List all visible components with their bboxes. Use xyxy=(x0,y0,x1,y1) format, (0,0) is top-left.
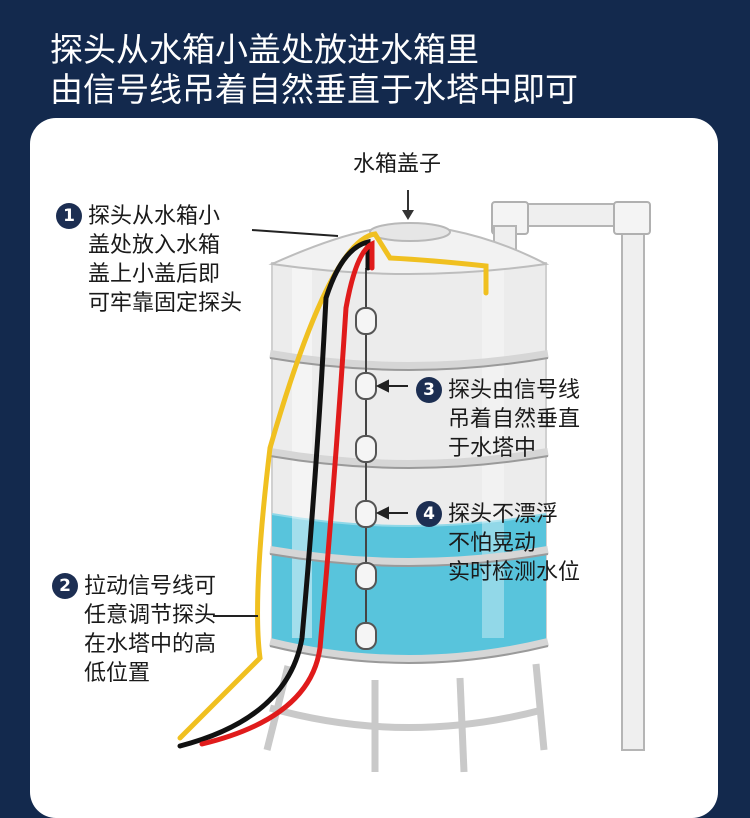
callout-badge-4: 4 xyxy=(416,501,442,527)
callout-2-line-1: 拉动信号线可 xyxy=(84,574,217,599)
water-tower-illustration xyxy=(177,190,651,773)
callout-1-line-2: 盖处放入水箱 xyxy=(88,233,221,258)
callout-1-line-3: 盖上小盖后即 xyxy=(88,262,221,287)
callout-4-line-2: 不怕晃动 xyxy=(448,531,537,556)
callout-1-line-4: 可牢靠固定探头 xyxy=(88,291,243,316)
callout-4-line-1: 探头不漂浮 xyxy=(448,502,559,527)
header-title: 探头从水箱小盖处放进水箱里 由信号线吊着自然垂直于水塔中即可 xyxy=(50,30,578,110)
tank-lid xyxy=(369,222,451,242)
callout-2-line-4: 低位置 xyxy=(84,661,151,686)
yellow-wire xyxy=(177,231,489,741)
black-wire xyxy=(177,238,371,749)
lid-pointer-arrow xyxy=(402,190,414,220)
callout-3-line-2: 吊着自然垂直 xyxy=(448,407,581,432)
callout-3-line-1: 探头由信号线 xyxy=(448,378,581,403)
callout-badge-2: 2 xyxy=(52,573,78,599)
signal-wires xyxy=(177,231,489,749)
lid-label: 水箱盖子 xyxy=(353,152,442,177)
red-wire xyxy=(199,239,375,747)
callout-4-line-3: 实时检测水位 xyxy=(448,560,581,585)
callout-badge-1: 1 xyxy=(56,203,82,229)
callout-3-line-3: 于水塔中 xyxy=(448,436,537,461)
header-line-1: 探头从水箱小盖处放进水箱里 xyxy=(50,30,479,69)
callout-1-line-1: 探头从水箱小 xyxy=(88,204,221,229)
callout-pointers xyxy=(213,229,408,617)
header-line-2: 由信号线吊着自然垂直于水塔中即可 xyxy=(50,70,578,109)
water xyxy=(272,514,546,661)
callout-badge-3: 3 xyxy=(416,377,442,403)
callout-2-line-2: 任意调节探头 xyxy=(84,603,217,628)
probes xyxy=(355,307,377,650)
callout-2-line-3: 在水塔中的高 xyxy=(84,632,217,657)
